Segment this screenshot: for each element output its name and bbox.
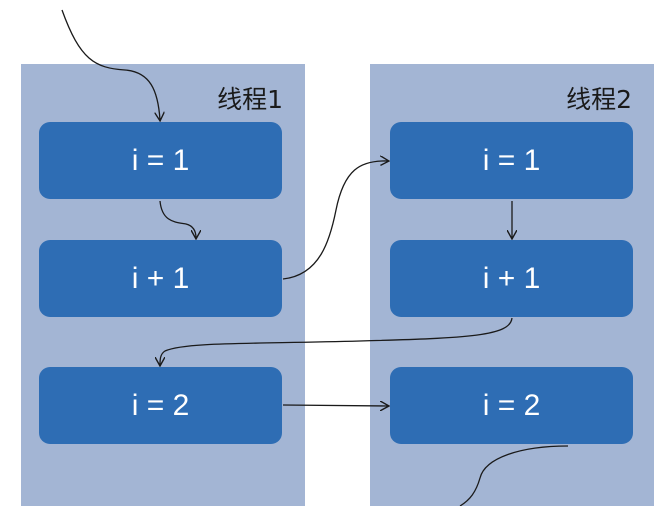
t1-step1-to-step2-arrow [159, 200, 196, 238]
thread-2-step-1: i = 1 [390, 122, 633, 199]
entry-arrow [61, 9, 160, 120]
thread-2-step-3: i = 2 [390, 367, 633, 444]
t1-step2-to-t2-step1-arrow [282, 161, 388, 280]
exit-curve [459, 445, 569, 506]
thread-1-step-2: i + 1 [39, 240, 282, 317]
thread-2-title: 线程2 [566, 85, 632, 114]
thread-1-step-1: i = 1 [39, 122, 282, 199]
thread-1-step-3: i = 2 [39, 367, 282, 444]
t2-step2-to-t1-step3-arrow [160, 317, 513, 365]
t1-step3-to-t2-step3-arrow [282, 405, 388, 406]
thread-1-title: 线程1 [217, 85, 283, 114]
thread-2-step-2: i + 1 [390, 240, 633, 317]
